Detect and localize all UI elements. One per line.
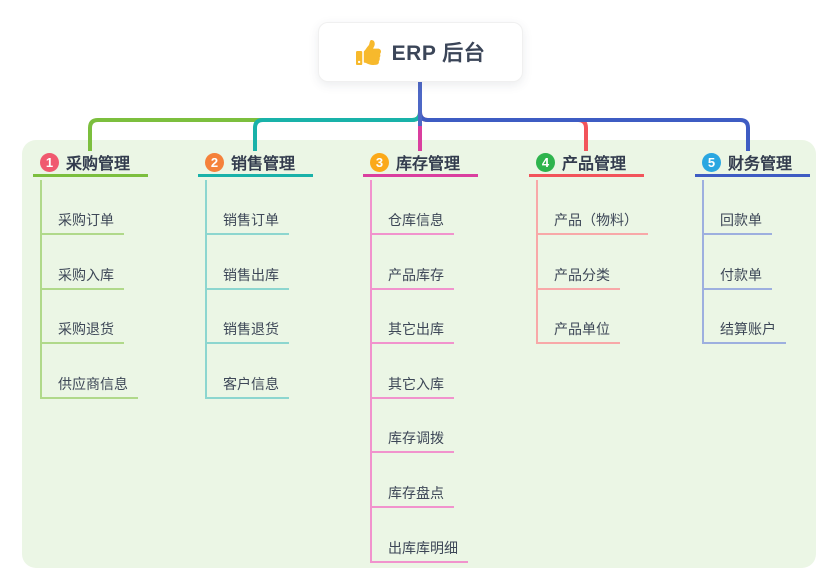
node-payment-bill[interactable]: 付款单 [702, 262, 772, 290]
branch-purchase-title[interactable]: 1 采购管理 [33, 150, 148, 177]
node-purchase-inbound[interactable]: 采购入库 [40, 262, 124, 290]
node-stock-count[interactable]: 库存盘点 [370, 480, 454, 508]
branch-inventory-label: 库存管理 [396, 156, 461, 173]
thumbs-up-icon [355, 39, 381, 65]
branch-product-connector [536, 180, 538, 344]
root-node[interactable]: ERP 后台 [318, 22, 523, 82]
node-stock-transfer[interactable]: 库存调拨 [370, 425, 454, 453]
badge-4: 4 [536, 152, 555, 172]
node-settlement-account[interactable]: 结算账户 [702, 316, 786, 344]
badge-2: 2 [205, 152, 224, 172]
branch-product: 4 产品管理 产品（物料） 产品分类 产品单位 [529, 150, 689, 344]
node-product-stock[interactable]: 产品库存 [370, 262, 454, 290]
node-sales-outbound[interactable]: 销售出库 [205, 262, 289, 290]
badge-3: 3 [370, 152, 389, 172]
branch-finance-title[interactable]: 5 财务管理 [695, 150, 810, 177]
node-receipt-bill[interactable]: 回款单 [702, 207, 772, 235]
node-supplier-info[interactable]: 供应商信息 [40, 371, 138, 399]
branch-inventory-connector [370, 180, 372, 563]
branch-sales-title[interactable]: 2 销售管理 [198, 150, 313, 177]
branch-inventory: 3 库存管理 仓库信息 产品库存 其它出库 其它入库 库存调拨 库存盘点 出库库… [363, 150, 523, 563]
node-purchase-return[interactable]: 采购退货 [40, 316, 124, 344]
branch-purchase: 1 采购管理 采购订单 采购入库 采购退货 供应商信息 [33, 150, 193, 399]
badge-1: 1 [40, 152, 59, 172]
node-other-outbound[interactable]: 其它出库 [370, 316, 454, 344]
mindmap-background-panel [22, 140, 816, 568]
node-sales-order[interactable]: 销售订单 [205, 207, 289, 235]
branch-finance-label: 财务管理 [728, 156, 793, 173]
node-product-material[interactable]: 产品（物料） [536, 207, 648, 235]
thumbs-up-icon-path [355, 39, 381, 65]
node-outbound-detail[interactable]: 出库库明细 [370, 535, 468, 563]
branch-finance: 5 财务管理 回款单 付款单 结算账户 [695, 150, 839, 344]
branch-inventory-title[interactable]: 3 库存管理 [363, 150, 478, 177]
branch-product-label: 产品管理 [562, 156, 627, 173]
node-other-inbound[interactable]: 其它入库 [370, 371, 454, 399]
branch-sales-label: 销售管理 [231, 156, 296, 173]
branch-purchase-label: 采购管理 [66, 156, 131, 173]
node-purchase-order[interactable]: 采购订单 [40, 207, 124, 235]
root-node-label: ERP 后台 [391, 42, 486, 65]
badge-5: 5 [702, 152, 721, 172]
node-customer-info[interactable]: 客户信息 [205, 371, 289, 399]
branch-finance-connector [702, 180, 704, 344]
node-product-unit[interactable]: 产品单位 [536, 316, 620, 344]
branch-sales: 2 销售管理 销售订单 销售出库 销售退货 客户信息 [198, 150, 358, 399]
branch-product-title[interactable]: 4 产品管理 [529, 150, 644, 177]
node-warehouse-info[interactable]: 仓库信息 [370, 207, 454, 235]
node-sales-return[interactable]: 销售退货 [205, 316, 289, 344]
node-product-category[interactable]: 产品分类 [536, 262, 620, 290]
